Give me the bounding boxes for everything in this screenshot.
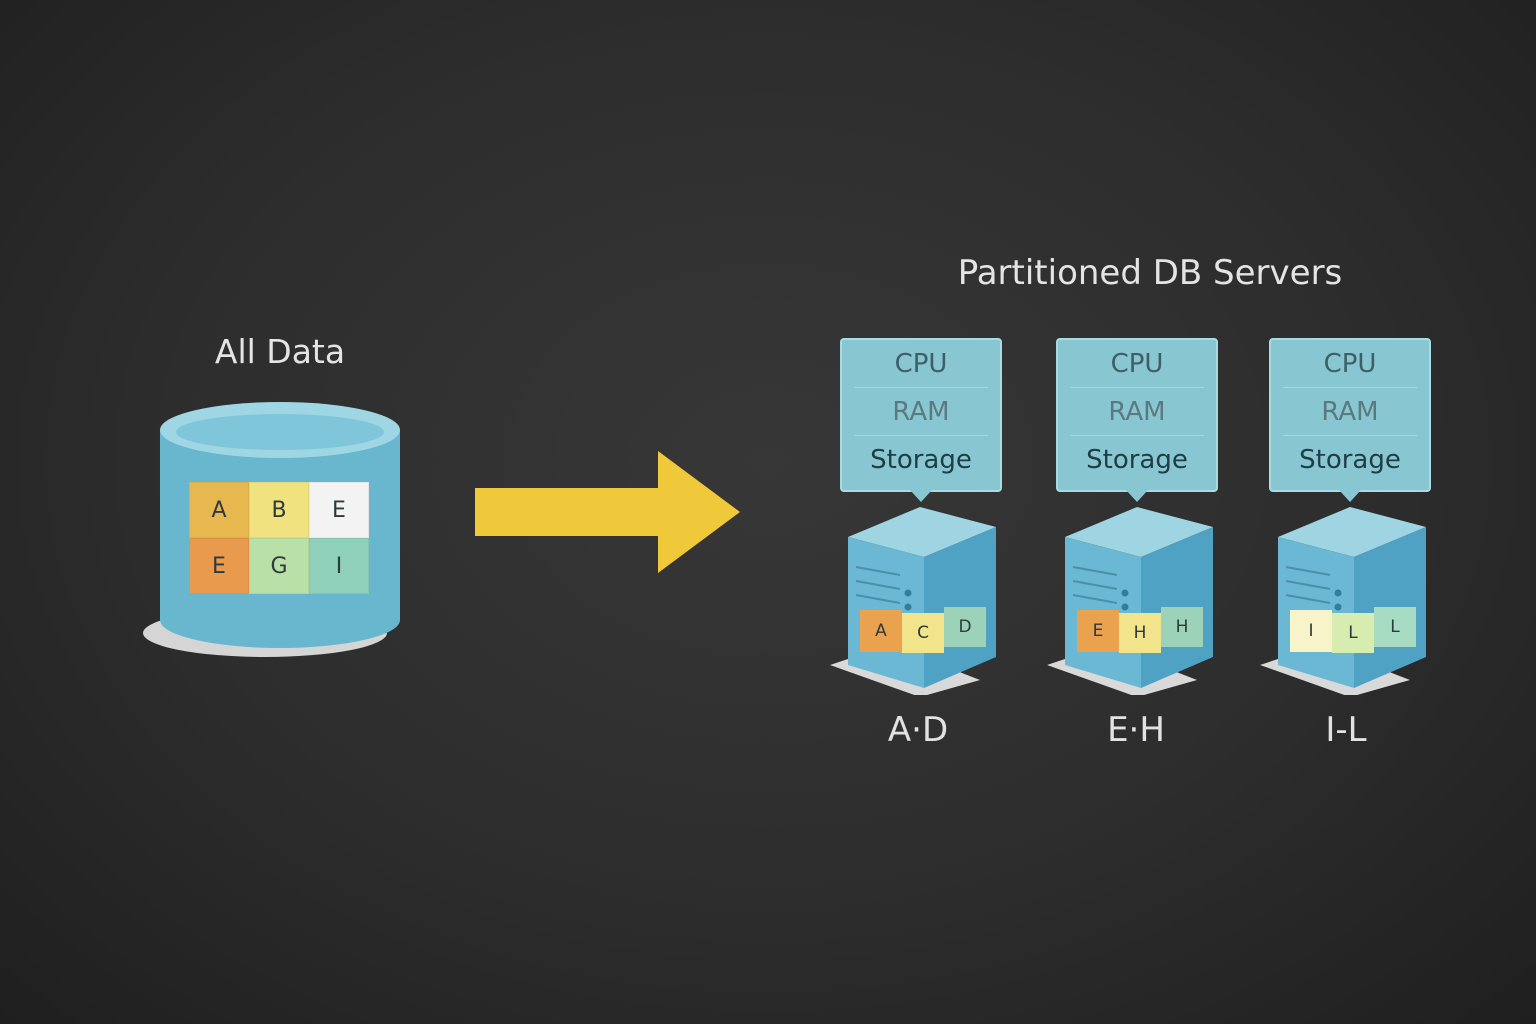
range-label: I-L [1325, 710, 1367, 750]
target-title: Partitioned DB Servers [957, 253, 1343, 293]
server-tile: L [1332, 613, 1374, 653]
server-slot [855, 594, 901, 604]
spec-box: CPU RAM Storage [840, 338, 1002, 502]
server-tile: C [902, 613, 944, 653]
server-led [1121, 603, 1129, 611]
server-tile: H [1119, 613, 1161, 653]
server-tile: I [1290, 610, 1332, 652]
source-tile: G [249, 538, 309, 594]
server-slot [1285, 580, 1331, 590]
server-led [1334, 589, 1342, 597]
right-arrow-icon [475, 451, 740, 573]
server-slot [1072, 566, 1118, 576]
server-led [904, 603, 912, 611]
spec-ram: RAM [1070, 388, 1204, 436]
source-tile: B [249, 482, 309, 538]
server-led [1334, 603, 1342, 611]
spec-storage: Storage [1299, 444, 1401, 475]
spec-ram: RAM [1283, 388, 1417, 436]
spec-storage: Storage [870, 444, 972, 475]
spec-ram: RAM [854, 388, 988, 436]
server-tile: H [1161, 607, 1203, 647]
spec-cpu: CPU [1283, 340, 1417, 388]
source-tile: E [189, 538, 249, 594]
server-tile: A [860, 610, 902, 652]
source-tile: E [309, 482, 369, 538]
cylinder-top-inner [176, 414, 384, 450]
server-tile: E [1077, 610, 1119, 652]
server-tile: L [1374, 607, 1416, 647]
range-label: A·D [887, 710, 949, 750]
spec-box: CPU RAM Storage [1056, 338, 1218, 502]
spec-storage: Storage [1086, 444, 1188, 475]
server-led [1121, 589, 1129, 597]
spec-box: CPU RAM Storage [1269, 338, 1431, 502]
spec-cpu: CPU [1070, 340, 1204, 388]
server-top [1278, 507, 1426, 557]
source-tile-grid: A B E E G I [189, 482, 369, 594]
server-led [904, 589, 912, 597]
source-tile: A [189, 482, 249, 538]
server-top [848, 507, 996, 557]
server-slot [855, 566, 901, 576]
server-slot [1285, 566, 1331, 576]
server-cube [830, 507, 996, 697]
source-title: All Data [214, 332, 346, 371]
server-slot [1072, 580, 1118, 590]
source-tile: I [309, 538, 369, 594]
server-slot [1072, 594, 1118, 604]
server-slot [1285, 594, 1331, 604]
server-slot [855, 580, 901, 590]
server-top [1065, 507, 1213, 557]
server-tile: D [944, 607, 986, 647]
server-cube [1260, 507, 1426, 697]
server-cube [1047, 507, 1213, 697]
range-label: E·H [1107, 710, 1165, 750]
spec-cpu: CPU [854, 340, 988, 388]
